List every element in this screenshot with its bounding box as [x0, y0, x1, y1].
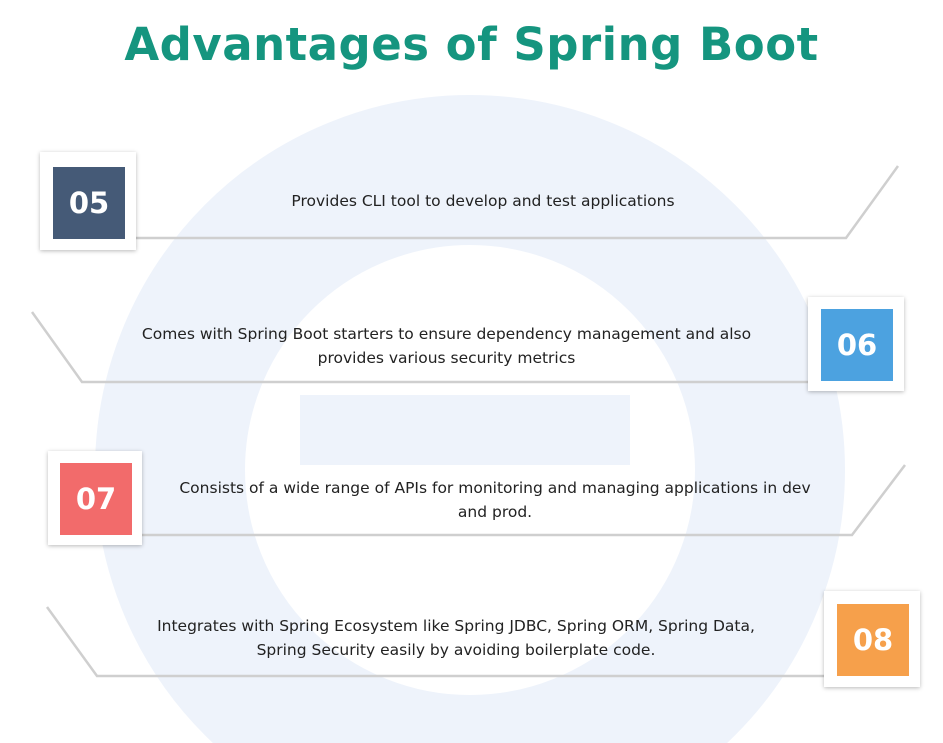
advantage-text: Comes with Spring Boot starters to ensur… [100, 322, 793, 370]
text-line: Comes with Spring Boot starters to ensur… [141, 325, 752, 343]
text-line: provides various security metrics [317, 349, 576, 367]
text-line: Provides CLI tool to develop and test ap… [291, 192, 675, 210]
number-badge: 08 [837, 604, 909, 676]
text-line: Spring Security easily by avoiding boile… [256, 641, 656, 659]
slanted-band [140, 464, 906, 537]
slanted-band [45, 606, 830, 678]
text-line: and prod. [457, 503, 533, 521]
number-badge: 06 [821, 309, 893, 381]
advantage-item-08: 08 Integrates with Spring Ecosystem like… [0, 590, 943, 700]
advantage-item-05: 05 Provides CLI tool to develop and test… [0, 150, 943, 260]
number-card: 07 [48, 451, 142, 545]
page-title: Advantages of Spring Boot [124, 18, 819, 71]
number-card: 06 [808, 297, 904, 391]
advantage-text: Integrates with Spring Ecosystem like Sp… [110, 614, 802, 662]
number-card: 05 [40, 152, 136, 250]
slanted-band [30, 311, 820, 384]
number-badge: 07 [60, 463, 132, 535]
text-line: Integrates with Spring Ecosystem like Sp… [157, 617, 755, 635]
advantage-text: Consists of a wide range of APIs for mon… [150, 476, 840, 524]
number-card: 08 [824, 591, 920, 687]
advantage-item-07: 07 Consists of a wide range of APIs for … [0, 448, 943, 558]
slanted-band [120, 165, 900, 240]
text-line: Consists of a wide range of APIs for mon… [179, 479, 811, 497]
advantage-item-06: 06 Comes with Spring Boot starters to en… [0, 295, 943, 405]
number-badge: 05 [53, 167, 125, 239]
advantage-text: Provides CLI tool to develop and test ap… [140, 189, 826, 213]
